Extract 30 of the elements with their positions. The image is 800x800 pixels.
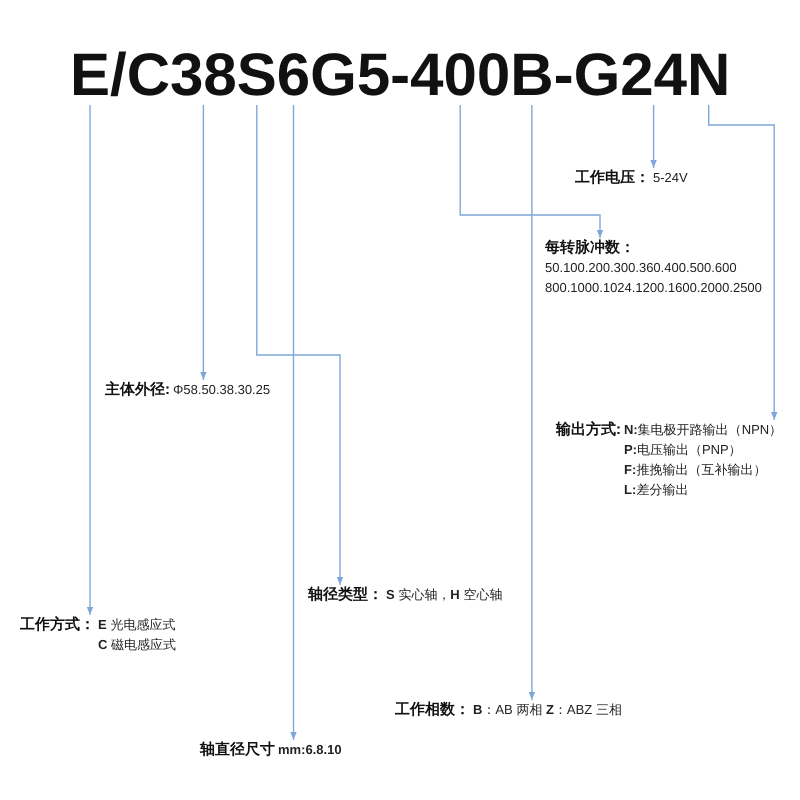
parameter-value: 5-24V [653, 169, 688, 187]
leader-line [290, 105, 297, 740]
model-code: E/C38S6G5-400B-G24N [70, 45, 730, 105]
leader-line [86, 105, 94, 615]
parameter-name: 工作相数： [395, 700, 470, 720]
parameter-name: 每转脉冲数： [545, 238, 635, 258]
parameter-name: 轴直径尺寸 [200, 740, 275, 760]
parameter-value: S 实心轴，H 空心轴 [386, 586, 502, 604]
parameter-value: L:差分输出 [624, 481, 688, 499]
parameter-name: 工作方式： [20, 615, 95, 635]
parameter-name: 轴径类型： [308, 585, 383, 605]
parameter-value: N:集电极开路输出（NPN） [624, 421, 782, 439]
leader-line [200, 105, 207, 380]
parameter-value: Φ58.50.38.30.25 [173, 381, 270, 399]
leader-line [460, 105, 604, 238]
leader-line [650, 105, 657, 168]
leader-line [708, 105, 778, 420]
parameter-name: 主体外径: [105, 380, 170, 400]
parameter-value: E 光电感应式 [98, 616, 176, 634]
parameter-value: P:电压输出（PNP） [624, 441, 742, 459]
parameter-value: mm:6.8.10 [278, 741, 342, 759]
parameter-name: 输出方式: [556, 420, 621, 440]
parameter-value: F:推挽输出（互补输出） [624, 461, 766, 479]
leader-line [256, 105, 344, 585]
leader-line [528, 105, 536, 700]
parameter-name: 工作电压： [575, 168, 650, 188]
parameter-value: B：AB 两相 Z：ABZ 三相 [473, 701, 622, 719]
parameter-value: C 磁电感应式 [98, 636, 176, 654]
parameter-value: 800.1000.1024.1200.1600.2000.2500 [545, 279, 762, 297]
parameter-value: 50.100.200.300.360.400.500.600 [545, 259, 737, 277]
